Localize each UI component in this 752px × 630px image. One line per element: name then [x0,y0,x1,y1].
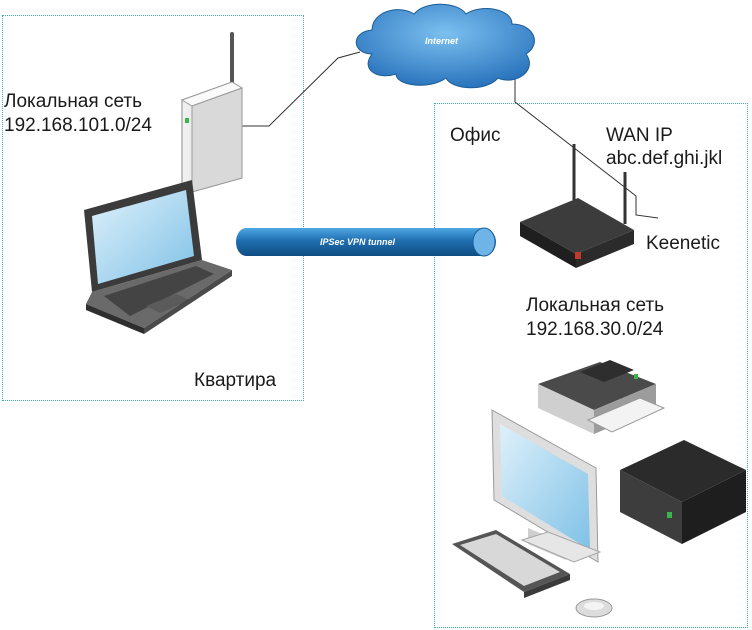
wan-ip-address: abc.def.ghi.jkl [606,148,723,169]
office-zone [434,103,748,628]
wan-ip-title: WAN IP [606,125,673,146]
apartment-network-title: Локальная сеть [4,91,142,112]
router-name: Keenetic [646,233,720,254]
server-icon [620,440,746,544]
monitor-icon [491,409,602,563]
office-uplink-line [514,74,659,219]
office-zone-label: Офис [450,125,501,146]
apartment-zone [2,15,304,401]
printer-icon [538,360,666,434]
internet-label: Internet [425,36,459,46]
connection-lines [242,51,659,219]
mouse-icon [575,598,613,618]
keyboard-icon [452,530,570,598]
cloud-icon [355,3,535,89]
apartment-zone-label: Квартира [194,370,277,391]
vpn-tunnel-icon [236,227,496,257]
tunnel-label: IPSec VPN tunnel [320,237,396,247]
wifi-router-icon [180,32,244,193]
office-network-subnet: 192.168.30.0/24 [526,319,664,340]
apartment-uplink-line [242,51,361,127]
keenetic-router-icon [520,144,634,268]
laptop-icon [84,180,232,334]
office-network-title: Локальная сеть [526,295,664,316]
apartment-network-subnet: 192.168.101.0/24 [4,115,152,136]
